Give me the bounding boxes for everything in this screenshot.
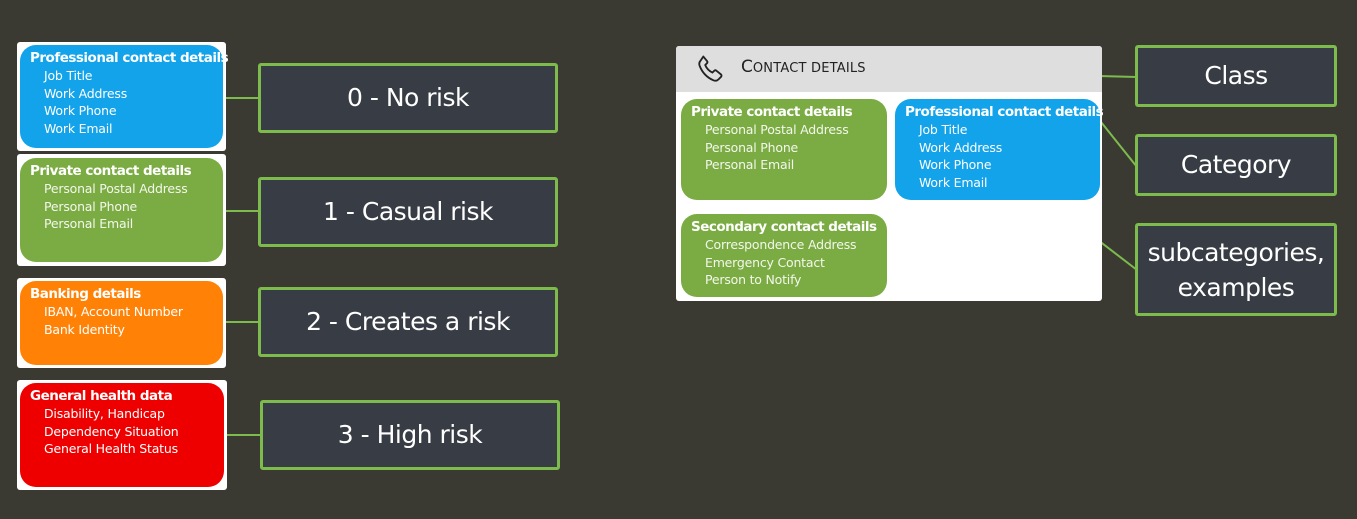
phone-icon xyxy=(698,55,723,82)
subcategory-item: Person to Notify xyxy=(705,272,802,287)
class-title-initial: C xyxy=(741,57,753,77)
subcategory-item: Personal Phone xyxy=(705,139,799,155)
class-category-secondary: Secondary contact details Correspondence… xyxy=(681,214,887,297)
legend-category-private: Private contact details Personal Postal … xyxy=(20,158,223,262)
class-annotation-label: Class xyxy=(1135,45,1337,107)
category-title: Private contact details xyxy=(30,163,192,179)
legend-card-wrapper-0: Professional contact details Job Title W… xyxy=(17,42,229,151)
subcategory-item: Dependency Situation xyxy=(44,423,179,439)
category-title: Private contact details xyxy=(691,104,853,120)
subcategory-item: Emergency Contact xyxy=(705,254,825,270)
class-title: CONTACT DETAILS xyxy=(741,57,866,77)
legend-category-health: General health data Disability, Handicap… xyxy=(20,383,224,487)
subcategory-item: Personal Email xyxy=(44,216,133,231)
class-card: CONTACT DETAILS Private contact details … xyxy=(676,46,1104,301)
legend-card-wrapper-3: General health data Disability, Handicap… xyxy=(17,380,227,490)
risk-level-2-label: 2 - Creates a risk xyxy=(258,287,558,357)
subcategory-item: Work Address xyxy=(919,139,1003,155)
subcategory-item: General Health Status xyxy=(44,441,178,456)
subcategories-annotation-label: subcategories, examples xyxy=(1135,223,1337,316)
subcategory-item: Job Title xyxy=(919,122,968,137)
risk-level-3-label: 3 - High risk xyxy=(260,400,560,470)
category-title: Professional contact details xyxy=(905,104,1104,120)
subcategory-item: Personal Postal Address xyxy=(705,122,849,137)
risk-level-1-label: 1 - Casual risk xyxy=(258,177,558,247)
class-category-private: Private contact details Personal Postal … xyxy=(681,99,887,200)
risk-level-0-label: 0 - No risk xyxy=(258,63,558,133)
legend-card-wrapper-1: Private contact details Personal Postal … xyxy=(17,154,226,266)
subcategory-item: Work Phone xyxy=(919,157,992,172)
subcategory-item: Work Phone xyxy=(44,103,117,118)
category-title: Secondary contact details xyxy=(691,219,877,235)
legend-category-professional: Professional contact details Job Title W… xyxy=(20,45,229,148)
subcategories-annotation-line2: examples xyxy=(1177,272,1295,302)
legend-card-wrapper-2: Banking details IBAN, Account Number Ban… xyxy=(17,278,226,368)
subcategory-item: Correspondence Address xyxy=(705,237,857,252)
category-title: Professional contact details xyxy=(30,50,229,66)
subcategory-item: Job Title xyxy=(44,68,93,83)
subcategory-item: Disability, Handicap xyxy=(44,406,165,421)
category-title: Banking details xyxy=(30,286,141,302)
subcategory-item: Personal Email xyxy=(705,157,794,172)
class-title-rest: ONTACT DETAILS xyxy=(752,61,866,76)
subcategory-item: IBAN, Account Number xyxy=(44,304,183,319)
class-category-professional: Professional contact details Job Title W… xyxy=(895,99,1104,200)
legend-category-banking: Banking details IBAN, Account Number Ban… xyxy=(20,281,223,365)
category-annotation-label: Category xyxy=(1135,134,1337,196)
subcategory-item: Personal Postal Address xyxy=(44,181,188,196)
subcategory-item: Personal Phone xyxy=(44,198,138,214)
category-title: General health data xyxy=(30,388,173,404)
subcategory-item: Work Email xyxy=(44,120,113,136)
class-header xyxy=(676,46,1102,92)
subcategory-item: Bank Identity xyxy=(44,321,125,337)
subcategories-annotation-line1: subcategories, xyxy=(1147,237,1325,267)
subcategory-item: Work Email xyxy=(919,174,988,190)
subcategory-item: Work Address xyxy=(44,85,128,101)
